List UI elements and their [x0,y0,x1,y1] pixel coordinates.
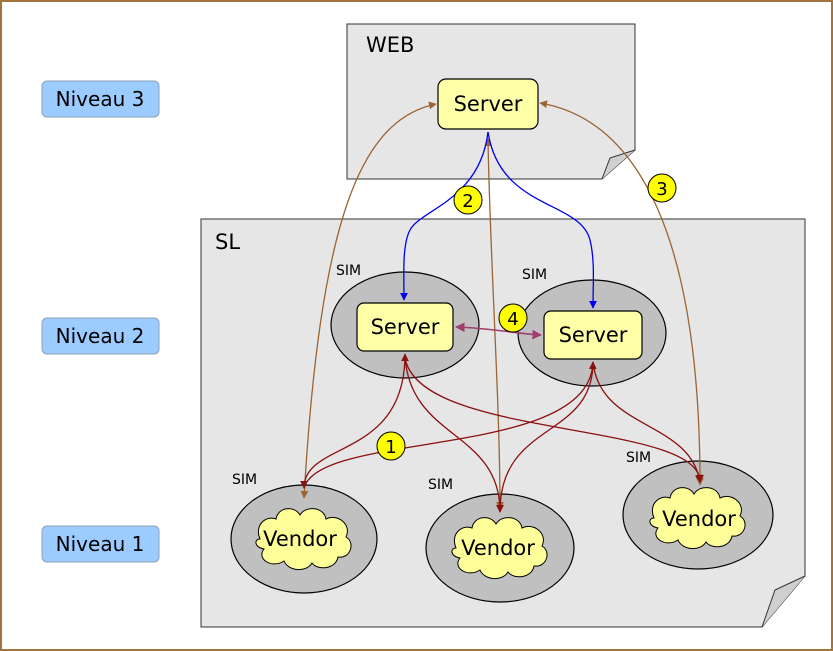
level-3-box: Niveau 3 [41,80,160,118]
sim-label: SIM [428,477,453,493]
arrow-vendor-middle-to-server-right [496,361,594,513]
sl-region-label: SL [215,230,240,254]
level-1-label: Niveau 1 [56,532,145,556]
arrow-server-to-server [455,322,542,340]
arrow-vendor-left-to-server-left [300,353,409,489]
badge-2-label: 2 [462,191,473,212]
arrow-web-to-vendor-right [539,100,704,486]
vendor-left-label: Vendor [263,527,337,551]
vendor-cloud-middle: Vendor [451,517,548,579]
level-2-label: Niveau 2 [56,324,145,348]
sim-label: SIM [522,267,547,283]
level-3-label: Niveau 3 [56,87,145,111]
sim-label: SIM [336,263,361,279]
badge-3: 3 [647,173,677,203]
web-server-box: Server [437,78,539,130]
level-1-box: Niveau 1 [41,525,160,563]
badge-2: 2 [453,185,483,215]
sim-server-left-box: Server [356,302,454,352]
sim-server-right-label: Server [559,323,628,347]
badge-4: 4 [498,303,528,333]
badge-1-label: 1 [385,437,396,458]
sim-label: SIM [626,450,651,466]
level-2-box: Niveau 2 [41,317,160,355]
badge-1: 1 [376,431,406,461]
badge-4-label: 4 [507,309,518,330]
web-region-label: WEB [366,33,414,57]
arrow-vendor-right-to-server-left [404,357,704,483]
sim-label: SIM [232,472,257,488]
web-server-label: Server [454,92,523,116]
arrow-vendor-left-to-server-right [303,361,597,489]
badge-3-label: 3 [656,179,667,200]
sim-server-left-label: Server [371,315,440,339]
vendor-middle-label: Vendor [461,536,535,560]
sim-server-right-box: Server [543,310,643,360]
arrow-web-to-sim-server-right [487,131,597,309]
vendor-cloud-left: Vendor [255,508,352,570]
vendor-right-label: Vendor [662,507,736,531]
arrow-web-to-sim-server-left [400,131,489,301]
arrow-vendor-middle-to-server-left [404,355,504,513]
vendor-cloud-right: Vendor [649,487,746,549]
arrow-vendor-right-to-server-right [592,361,703,483]
